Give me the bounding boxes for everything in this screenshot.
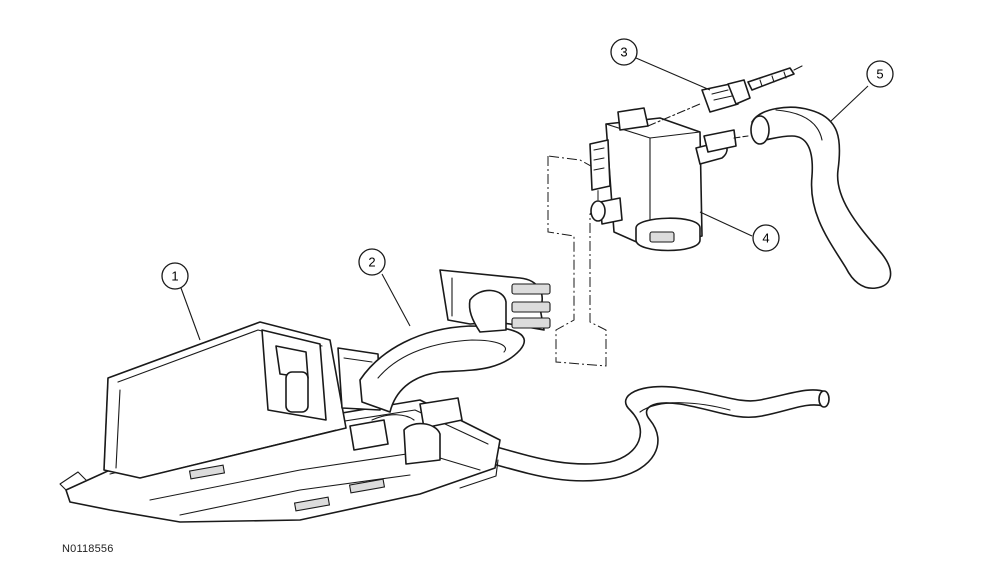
callout-number: 4: [762, 231, 769, 246]
callout-5: 5: [829, 60, 894, 123]
hose-connector: [349, 397, 463, 465]
callout-2: 2: [358, 248, 411, 327]
callout-number: 5: [876, 67, 883, 82]
callout-number: 3: [620, 45, 627, 60]
callout-number: 1: [171, 269, 178, 284]
callout-3: 3: [610, 38, 711, 91]
callout-1: 1: [161, 262, 201, 341]
evap-canister: [103, 321, 381, 479]
purge-hose: [750, 106, 892, 290]
callout-4: 4: [699, 211, 780, 252]
canister-bracket: [59, 399, 501, 523]
vapor-hose: [359, 269, 551, 413]
electrical-connector: [701, 65, 803, 113]
figure-reference-code: N0118556: [62, 543, 114, 555]
callout-number: 2: [368, 255, 375, 270]
purge-valve: [589, 103, 749, 252]
